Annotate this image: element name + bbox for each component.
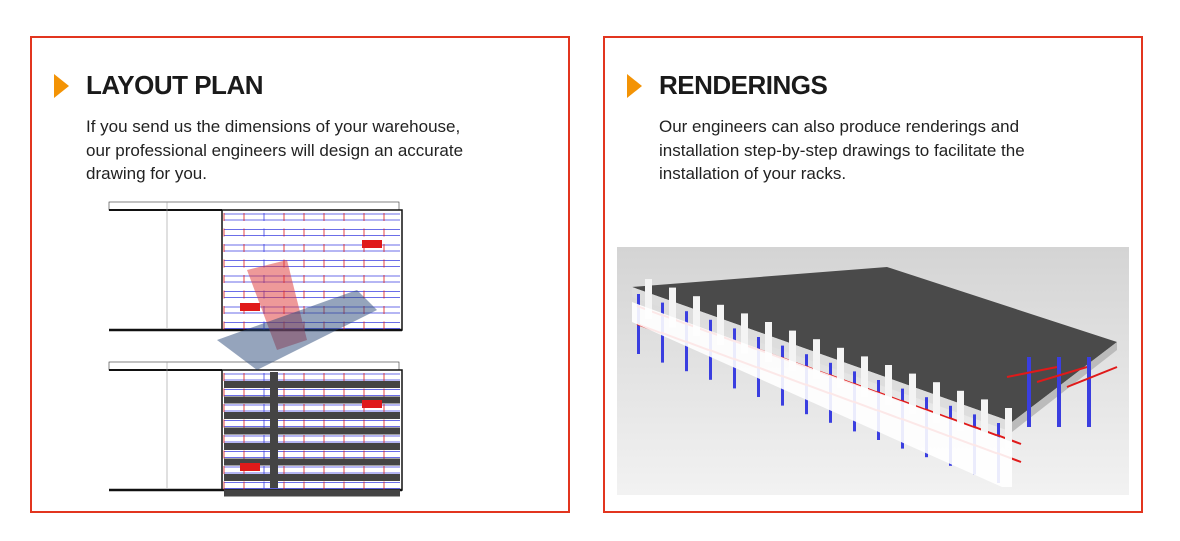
section-description: If you send us the dimensions of your wa…	[86, 117, 464, 183]
renderings-card: RENDERINGS Our engineers can also produc…	[603, 36, 1143, 513]
arrow-bullet-icon	[627, 74, 642, 98]
section-title: RENDERINGS	[659, 70, 828, 100]
mezzanine-rendering-image	[617, 247, 1129, 495]
arrow-bullet-icon	[54, 74, 69, 98]
section-description: Our engineers can also produce rendering…	[659, 117, 1025, 183]
layout-plan-drawing	[108, 201, 403, 497]
section-title: LAYOUT PLAN	[86, 70, 264, 100]
layout-plan-card: LAYOUT PLAN If you send us the dimension…	[30, 36, 570, 513]
